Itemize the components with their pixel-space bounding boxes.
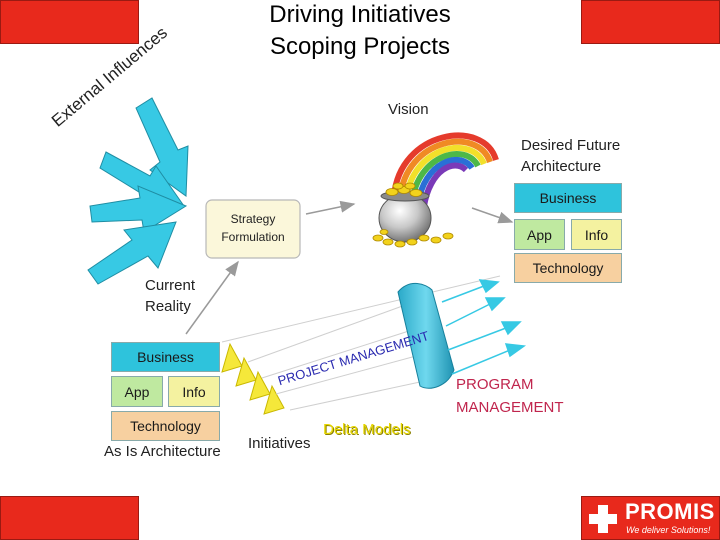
- program-output-arrows: [441, 279, 527, 375]
- asis-technology-box: Technology: [111, 411, 220, 441]
- future-business-box: Business: [514, 183, 622, 213]
- asis-to-delta-line: [221, 275, 501, 343]
- program-management-label-line-1: PROGRAM: [456, 376, 534, 393]
- program-management-label-line-2: MANAGEMENT: [456, 399, 564, 416]
- vision-to-future-arrow: [471, 207, 514, 224]
- external-influence-arrows: [87, 97, 189, 285]
- project-beams: [247, 303, 421, 411]
- reality-to-strategy-arrow: [185, 260, 239, 335]
- future-app-box: App: [514, 219, 565, 250]
- logo-name: PROMIS: [625, 499, 715, 524]
- initiative-markers: [221, 342, 285, 415]
- vision-label: Vision: [388, 101, 429, 118]
- promis-logo: PROMIS We deliver Solutions!: [581, 496, 720, 540]
- strategy-label-line-2: Formulation: [221, 230, 285, 244]
- slide-title-line-1: Driving Initiatives: [269, 1, 451, 28]
- strategy-box: [205, 199, 301, 259]
- strategy-label-line-1: Strategy: [230, 212, 276, 226]
- initiatives-label: Initiatives: [248, 435, 311, 452]
- future-info-box: Info: [571, 219, 622, 250]
- delta-models-label: Delta Models: [323, 421, 411, 438]
- initiative-marker-4: [263, 384, 285, 415]
- influence-arrow-4: [87, 221, 177, 285]
- slide-title-line-2: Scoping Projects: [269, 33, 451, 60]
- asis-info-box: Info: [168, 376, 220, 407]
- current-reality-label-line-2: Reality: [145, 298, 191, 315]
- influence-arrow-1: [135, 97, 189, 197]
- asis-app-box: App: [111, 376, 163, 407]
- initiative-marker-3: [249, 370, 271, 401]
- corner-block-top-right: [581, 0, 720, 44]
- future-technology-box: Technology: [514, 253, 622, 283]
- initiative-marker-2: [235, 356, 257, 387]
- asis-business-box: Business: [111, 342, 220, 372]
- strategy-to-vision-arrow: [305, 200, 356, 215]
- influence-arrow-3: [89, 185, 188, 233]
- pot-of-gold: [372, 182, 454, 248]
- logo-tagline: We deliver Solutions!: [626, 525, 711, 535]
- asis-architecture-label: As Is Architecture: [104, 443, 221, 460]
- current-reality-label-line-1: Current: [145, 277, 196, 294]
- desired-future-label-line-2: Architecture: [521, 158, 602, 175]
- initiative-marker-1: [221, 342, 243, 373]
- program-lens: [397, 283, 455, 389]
- corner-block-top-left: [0, 0, 139, 44]
- cross-icon: [589, 505, 617, 533]
- desired-future-label-line-1: Desired Future: [521, 137, 621, 154]
